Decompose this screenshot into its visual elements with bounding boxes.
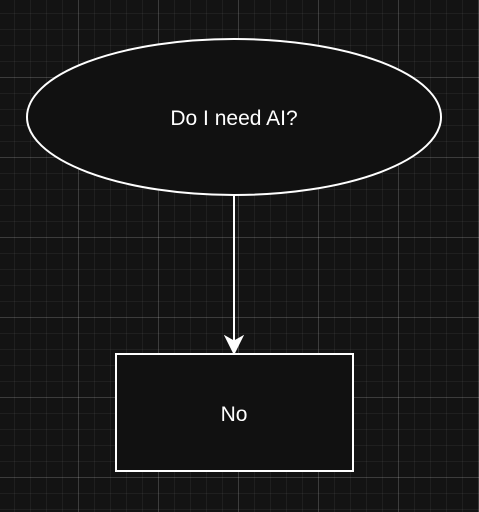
end-node-label: No: [221, 403, 248, 426]
start-node-shape: [26, 38, 442, 196]
end-node[interactable]: No: [115, 353, 354, 472]
start-node[interactable]: Do I need AI?: [26, 38, 442, 196]
end-node-shape: [115, 353, 354, 472]
arrowhead: [223, 334, 245, 356]
connector-arrow: [223, 196, 245, 356]
start-node-label: Do I need AI?: [170, 107, 297, 130]
